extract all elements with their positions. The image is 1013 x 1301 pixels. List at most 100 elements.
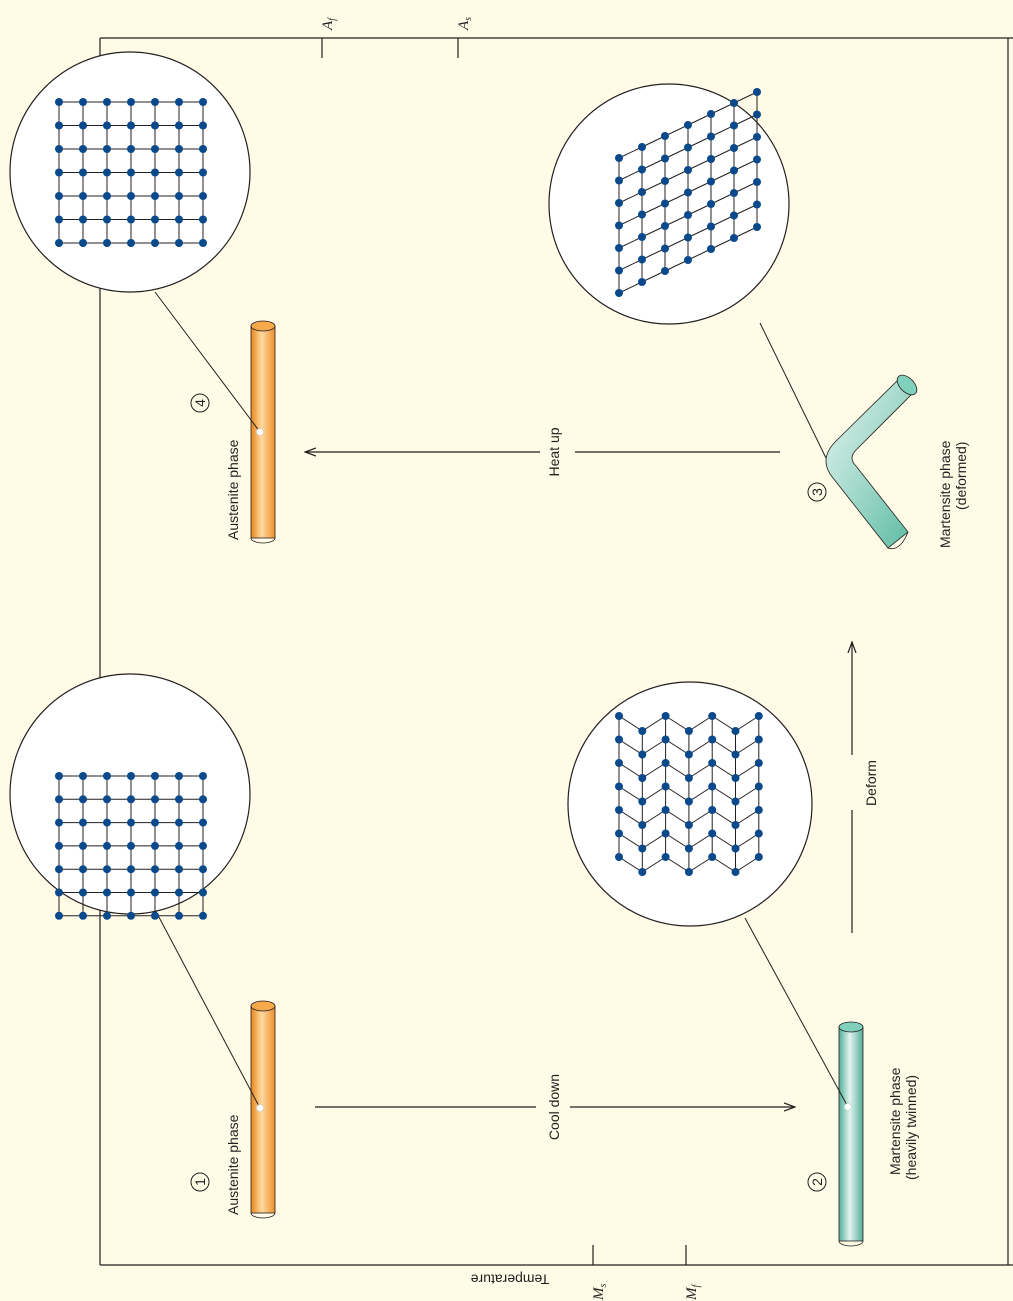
atom xyxy=(151,772,159,780)
atom xyxy=(175,772,183,780)
m-f-label: Mf xyxy=(684,1284,702,1301)
atom xyxy=(615,853,623,861)
stage-4-number: 4 xyxy=(192,399,208,407)
atom xyxy=(199,888,207,897)
atom xyxy=(661,806,670,814)
atom xyxy=(707,200,715,208)
atom xyxy=(175,818,183,827)
atom xyxy=(127,888,135,897)
atom xyxy=(661,177,669,185)
atom xyxy=(684,256,692,264)
twinned-martensite-lattice xyxy=(615,712,763,876)
atom xyxy=(661,712,670,720)
atom xyxy=(103,239,111,247)
atom xyxy=(103,145,111,153)
temperature-axis-label: Temperature xyxy=(470,1271,549,1287)
stage-1-number: 1 xyxy=(192,1178,208,1186)
atom xyxy=(79,98,87,106)
atom xyxy=(55,841,63,850)
atom xyxy=(615,289,623,297)
atom xyxy=(707,110,715,118)
atom xyxy=(661,853,670,861)
atom xyxy=(151,911,159,920)
atom xyxy=(753,155,761,164)
atom xyxy=(707,222,715,231)
atom xyxy=(753,200,761,209)
atom xyxy=(127,911,135,920)
atom xyxy=(151,888,159,897)
atom xyxy=(103,795,111,804)
atom xyxy=(730,211,738,220)
stage-2: 2 Martensite phase (heavily twinned) xyxy=(567,681,919,1247)
stage-3-phase-label: Martensite phase xyxy=(937,440,953,548)
atom xyxy=(753,88,761,96)
atom xyxy=(615,806,623,814)
atom xyxy=(151,168,159,177)
atom xyxy=(661,222,669,230)
atom xyxy=(175,215,183,224)
atom xyxy=(127,98,135,106)
atom xyxy=(55,145,63,153)
atom xyxy=(638,278,646,286)
atom xyxy=(127,121,135,130)
atom xyxy=(199,841,207,850)
atom xyxy=(684,727,693,735)
atom xyxy=(638,233,646,241)
atom xyxy=(638,821,647,829)
atom xyxy=(708,712,717,720)
atom xyxy=(103,888,111,897)
atom xyxy=(79,145,87,153)
cool-down-label: Cool down xyxy=(546,1074,562,1140)
atom xyxy=(127,772,135,780)
atom xyxy=(199,239,207,247)
atom xyxy=(151,192,159,200)
atom xyxy=(79,818,87,827)
atom xyxy=(684,750,693,759)
atom xyxy=(684,211,692,219)
atom xyxy=(684,121,692,129)
atom xyxy=(199,215,207,224)
atom xyxy=(175,168,183,177)
m-s-label: Ms xyxy=(591,1284,609,1301)
atom xyxy=(55,98,63,106)
atom xyxy=(55,192,63,200)
atom xyxy=(79,841,87,850)
atom xyxy=(661,782,670,791)
stage-4-number-circle xyxy=(190,393,210,413)
atom xyxy=(615,176,623,185)
atom xyxy=(79,865,87,874)
atom xyxy=(615,199,623,207)
atom xyxy=(615,712,623,720)
atom xyxy=(708,806,717,814)
atom xyxy=(199,795,207,804)
atom xyxy=(175,145,183,153)
atom xyxy=(79,911,87,920)
atom xyxy=(175,192,183,200)
atom xyxy=(730,121,738,130)
stage-2-number-circle xyxy=(807,1172,827,1192)
atom xyxy=(638,188,646,196)
atom xyxy=(684,844,693,853)
stage-3-number: 3 xyxy=(809,488,825,496)
atom xyxy=(615,735,623,744)
atom xyxy=(199,145,207,153)
atom xyxy=(151,121,159,130)
atom xyxy=(127,841,135,850)
atom xyxy=(79,239,87,247)
atom xyxy=(151,795,159,804)
temperature-ticks xyxy=(321,38,687,1265)
atom xyxy=(151,215,159,224)
martensite-bent-rod xyxy=(825,374,918,550)
atom xyxy=(199,818,207,827)
atom xyxy=(707,245,715,253)
austenite-rod-1 xyxy=(250,1000,276,1219)
atom xyxy=(199,865,207,874)
atom xyxy=(103,192,111,200)
atom xyxy=(175,98,183,106)
atom xyxy=(199,168,207,177)
cool-down-arrow: Cool down xyxy=(315,1074,795,1140)
atom xyxy=(199,772,207,780)
atom xyxy=(731,727,740,735)
atom xyxy=(638,797,647,806)
